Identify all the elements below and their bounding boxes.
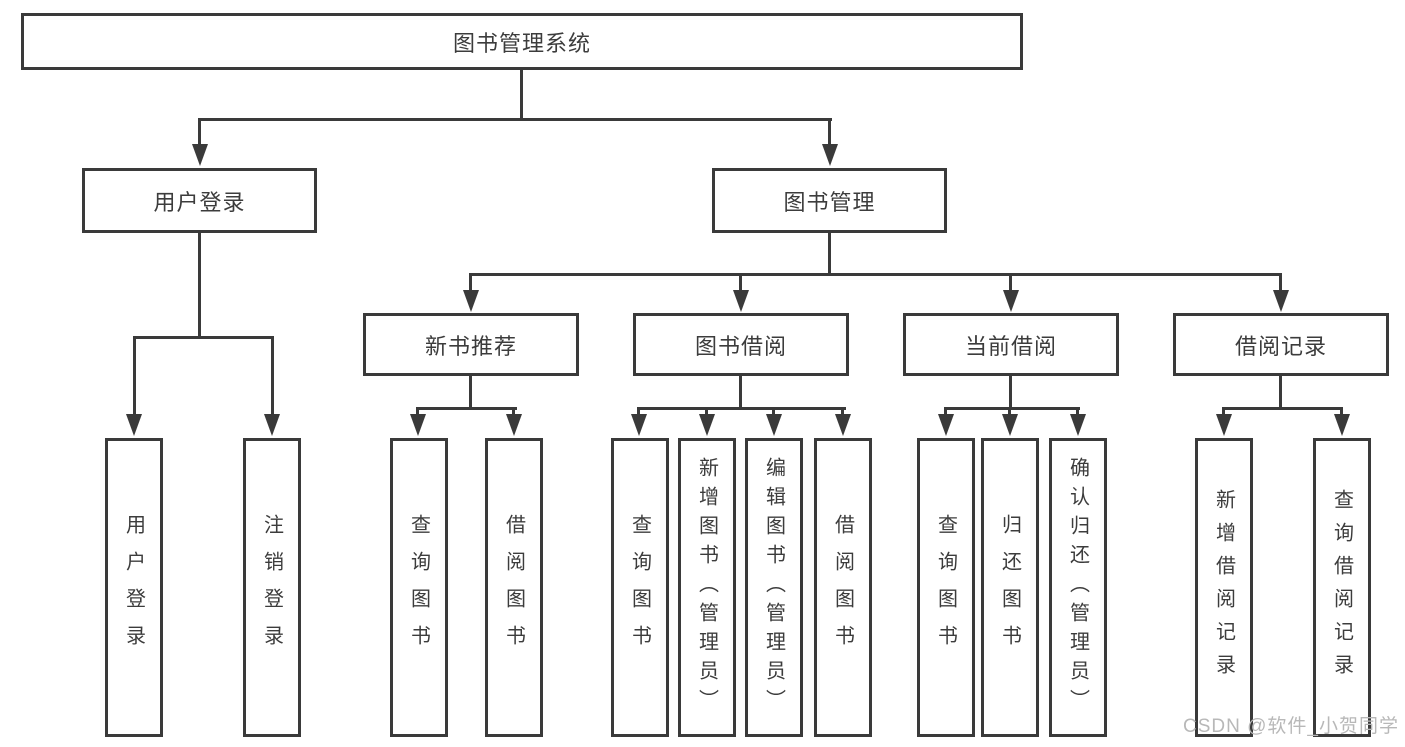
leaf-borrow-book: 借阅图书 [814,438,872,737]
connector-drop [944,407,947,417]
node-current-borrow: 当前借阅 [903,313,1119,376]
connector-drop [772,407,775,417]
leaf-edit-book-admin: 编辑图书（管理员） [745,438,803,737]
connector-drop-borrow-records [1279,273,1282,293]
node-new-book-rec: 新书推荐 [363,313,579,376]
watermark: CSDN @软件_小贺同学 [1183,716,1399,737]
arrow-down-icon [766,414,782,436]
node-borrow-records: 借阅记录 [1173,313,1389,376]
leaf-query-book-current-label: 查询图书 [934,513,957,662]
connector-drop-leaf-user-login [133,336,136,418]
connector-drop-new-book [469,273,472,293]
leaf-return-book: 归还图书 [981,438,1039,737]
connector-drop-current-borrow [1009,273,1012,293]
arrow-down-icon [1273,290,1289,312]
connector-drop-user-login [198,118,201,146]
connector-root-branch [198,118,832,121]
arrow-down-icon [938,414,954,436]
connector-root-stem [520,70,523,118]
leaf-confirm-return-admin-label: 确认归还（管理员） [1066,457,1089,718]
leaf-add-book-admin-label: 新增图书（管理员） [695,457,718,718]
leaf-query-book-borrow: 查询图书 [611,438,669,737]
leaf-add-borrow-record: 新增借阅记录 [1195,438,1253,737]
arrow-down-icon [264,414,280,436]
connector-user-login-stem [198,233,201,336]
leaf-query-book-current: 查询图书 [917,438,975,737]
connector-borrow-records-branch [1223,407,1343,410]
leaf-return-book-label: 归还图书 [998,513,1021,662]
connector-borrow-records-stem [1279,376,1282,407]
connector-drop [841,407,844,417]
arrow-down-icon [631,414,647,436]
connector-drop [705,407,708,417]
connector-book-borrow-stem [739,376,742,407]
node-book-mgmt: 图书管理 [712,168,947,233]
leaf-user-login: 用户登录 [105,438,163,737]
connector-drop-book-mgmt [828,118,831,146]
arrow-down-icon [1002,414,1018,436]
node-user-login: 用户登录 [82,168,317,233]
node-current-borrow-label: 当前借阅 [964,333,1057,359]
leaf-query-book-rec-label: 查询图书 [407,513,430,662]
arrow-down-icon [1070,414,1086,436]
node-library-system: 图书管理系统 [21,13,1023,70]
leaf-borrow-book-rec-label: 借阅图书 [502,513,525,662]
arrow-down-icon [822,144,838,166]
node-borrow-records-label: 借阅记录 [1234,333,1327,359]
arrow-down-icon [126,414,142,436]
leaf-add-borrow-record-label: 新增借阅记录 [1212,488,1235,687]
arrow-down-icon [463,290,479,312]
leaf-add-book-admin: 新增图书（管理员） [678,438,736,737]
leaf-query-borrow-record-label: 查询借阅记录 [1330,488,1353,687]
connector-drop [1008,407,1011,417]
connector-drop [1340,407,1343,417]
arrow-down-icon [192,144,208,166]
connector-drop [1222,407,1225,417]
connector-drop [512,407,515,417]
node-book-borrow-label: 图书借阅 [694,333,787,359]
leaf-query-book-borrow-label: 查询图书 [628,513,651,662]
leaf-borrow-book-rec: 借阅图书 [485,438,543,737]
arrow-down-icon [835,414,851,436]
leaf-logout-label: 注销登录 [260,513,283,662]
connector-book-mgmt-branch [470,273,1282,276]
node-book-mgmt-label: 图书管理 [783,189,876,215]
connector-book-mgmt-stem [828,233,831,273]
leaf-query-book-rec: 查询图书 [390,438,448,737]
connector-current-borrow-stem [1009,376,1012,407]
connector-drop [416,407,419,417]
connector-drop-book-borrow [739,273,742,293]
connector-drop-leaf-logout [271,336,274,418]
leaf-edit-book-admin-label: 编辑图书（管理员） [762,457,785,718]
connector-new-book-stem [469,376,472,407]
node-library-system-label: 图书管理系统 [452,30,591,56]
connector-drop [637,407,640,417]
arrow-down-icon [733,290,749,312]
leaf-borrow-book-label: 借阅图书 [831,513,854,662]
arrow-down-icon [1216,414,1232,436]
connector-user-login-branch [133,336,274,339]
node-user-login-label: 用户登录 [153,189,246,215]
arrow-down-icon [699,414,715,436]
arrow-down-icon [1003,290,1019,312]
arrow-down-icon [506,414,522,436]
leaf-query-borrow-record: 查询借阅记录 [1313,438,1371,737]
leaf-confirm-return-admin: 确认归还（管理员） [1049,438,1107,737]
node-book-borrow: 图书借阅 [633,313,849,376]
node-new-book-rec-label: 新书推荐 [424,333,517,359]
arrow-down-icon [1334,414,1350,436]
leaf-logout: 注销登录 [243,438,301,737]
connector-new-book-branch [417,407,517,410]
connector-book-borrow-branch [638,407,846,410]
connector-drop [1076,407,1079,417]
leaf-user-login-label: 用户登录 [122,513,145,662]
connector-current-borrow-branch [945,407,1080,410]
arrow-down-icon [410,414,426,436]
